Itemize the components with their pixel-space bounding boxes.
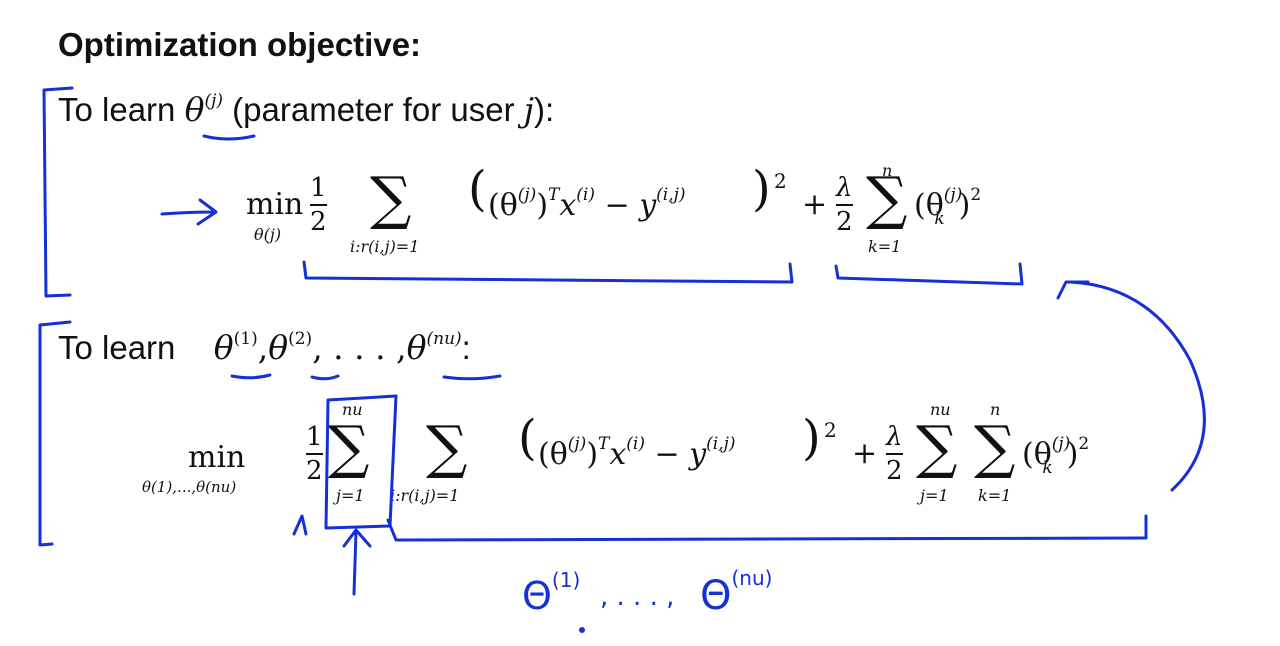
summation-over-users: ∑	[328, 413, 370, 481]
to-learn-label: To learn	[58, 91, 176, 128]
plus-sign: +	[852, 436, 878, 471]
reg-term: (θ(j)k)2	[1022, 434, 1090, 478]
min-operator: min	[188, 440, 246, 475]
reg-summation-users: ∑	[916, 413, 958, 481]
underline-theta-nu	[442, 374, 502, 381]
handwritten-dots: , . . . ,	[600, 582, 675, 612]
sum-j-lower: j=1	[336, 486, 365, 505]
arrow-to-equation-1	[160, 198, 218, 226]
error-term: (θ(j))Tx(i) − y(i,j)	[538, 434, 736, 472]
line-suffix: ):	[534, 91, 555, 128]
summation-over-rated: ∑	[426, 413, 468, 481]
brace-reg-term-eq1	[834, 262, 1024, 286]
brace-error-term-eq1	[302, 260, 794, 284]
underline-theta-2	[310, 374, 340, 381]
underline-theta-j	[202, 134, 256, 141]
summation-subscript: i:r(i,j)=1	[350, 237, 420, 256]
sum-i-lower: i:r(i,j)=1	[390, 486, 460, 505]
objective-line-single-user: To learn θ(j) (parameter for user j):	[58, 90, 554, 129]
handwritten-theta-1: Θ(1)	[522, 568, 581, 618]
ink-dot	[579, 627, 585, 633]
right-big-paren: )	[802, 410, 821, 466]
reg-summation-symbol: ∑	[866, 164, 908, 232]
theta-1: θ	[213, 328, 234, 367]
brace-objective-eq2	[386, 514, 1148, 542]
arrow-up-to-half	[292, 514, 308, 536]
fraction-denominator: 2	[306, 456, 323, 486]
reg-sum1-upper: nu	[930, 400, 951, 419]
handwritten-theta-nu: Θ(nu)	[700, 566, 773, 619]
reg-sum2-upper: n	[990, 400, 1001, 419]
summation-symbol: ∑	[370, 164, 412, 232]
underline-theta-1	[230, 373, 272, 380]
fraction-denominator: 2	[310, 207, 327, 237]
left-big-paren: (	[518, 410, 537, 466]
fraction-numerator: 1	[310, 173, 327, 203]
user-index: j	[523, 90, 535, 129]
lambda: λ	[886, 422, 903, 452]
reg-sum-lower: k=1	[868, 237, 902, 256]
arrow-up-to-box	[342, 528, 372, 596]
lambda-denominator: 2	[836, 207, 853, 237]
reg-sum1-lower: j=1	[920, 486, 949, 505]
plus-sign: +	[802, 187, 828, 222]
theta-nu: θ	[406, 328, 427, 367]
error-term: (θ(j))Tx(i) − y(i,j)	[488, 185, 686, 223]
reg-summation-features: ∑	[974, 413, 1016, 481]
min-subscript: θ(j)	[254, 225, 282, 244]
min-subscript: θ(1),...,θ(nu)	[142, 478, 237, 496]
fraction-numerator: 1	[306, 422, 323, 452]
min-operator: min	[246, 187, 304, 222]
objective-line-all-users: To learn θ(1),θ(2), . . . ,θ(nu):	[58, 328, 471, 367]
slide-title: Optimization objective:	[58, 26, 422, 63]
lambda: λ	[836, 173, 853, 203]
parameter-description: (parameter for user	[232, 91, 515, 128]
square-exponent: 2	[774, 169, 787, 193]
square-exponent: 2	[824, 418, 837, 442]
to-learn-label: To learn	[58, 329, 176, 366]
right-big-paren: )	[752, 161, 771, 217]
left-big-paren: (	[468, 161, 487, 217]
theta-symbol: θ	[184, 90, 205, 129]
reg-sum-upper: n	[882, 161, 893, 180]
lambda-denominator: 2	[886, 456, 903, 486]
reg-sum2-lower: k=1	[978, 486, 1012, 505]
reg-term: (θ(j)k)2	[914, 185, 982, 229]
theta-2: θ	[268, 328, 289, 367]
theta-superscript: (j)	[204, 91, 223, 111]
